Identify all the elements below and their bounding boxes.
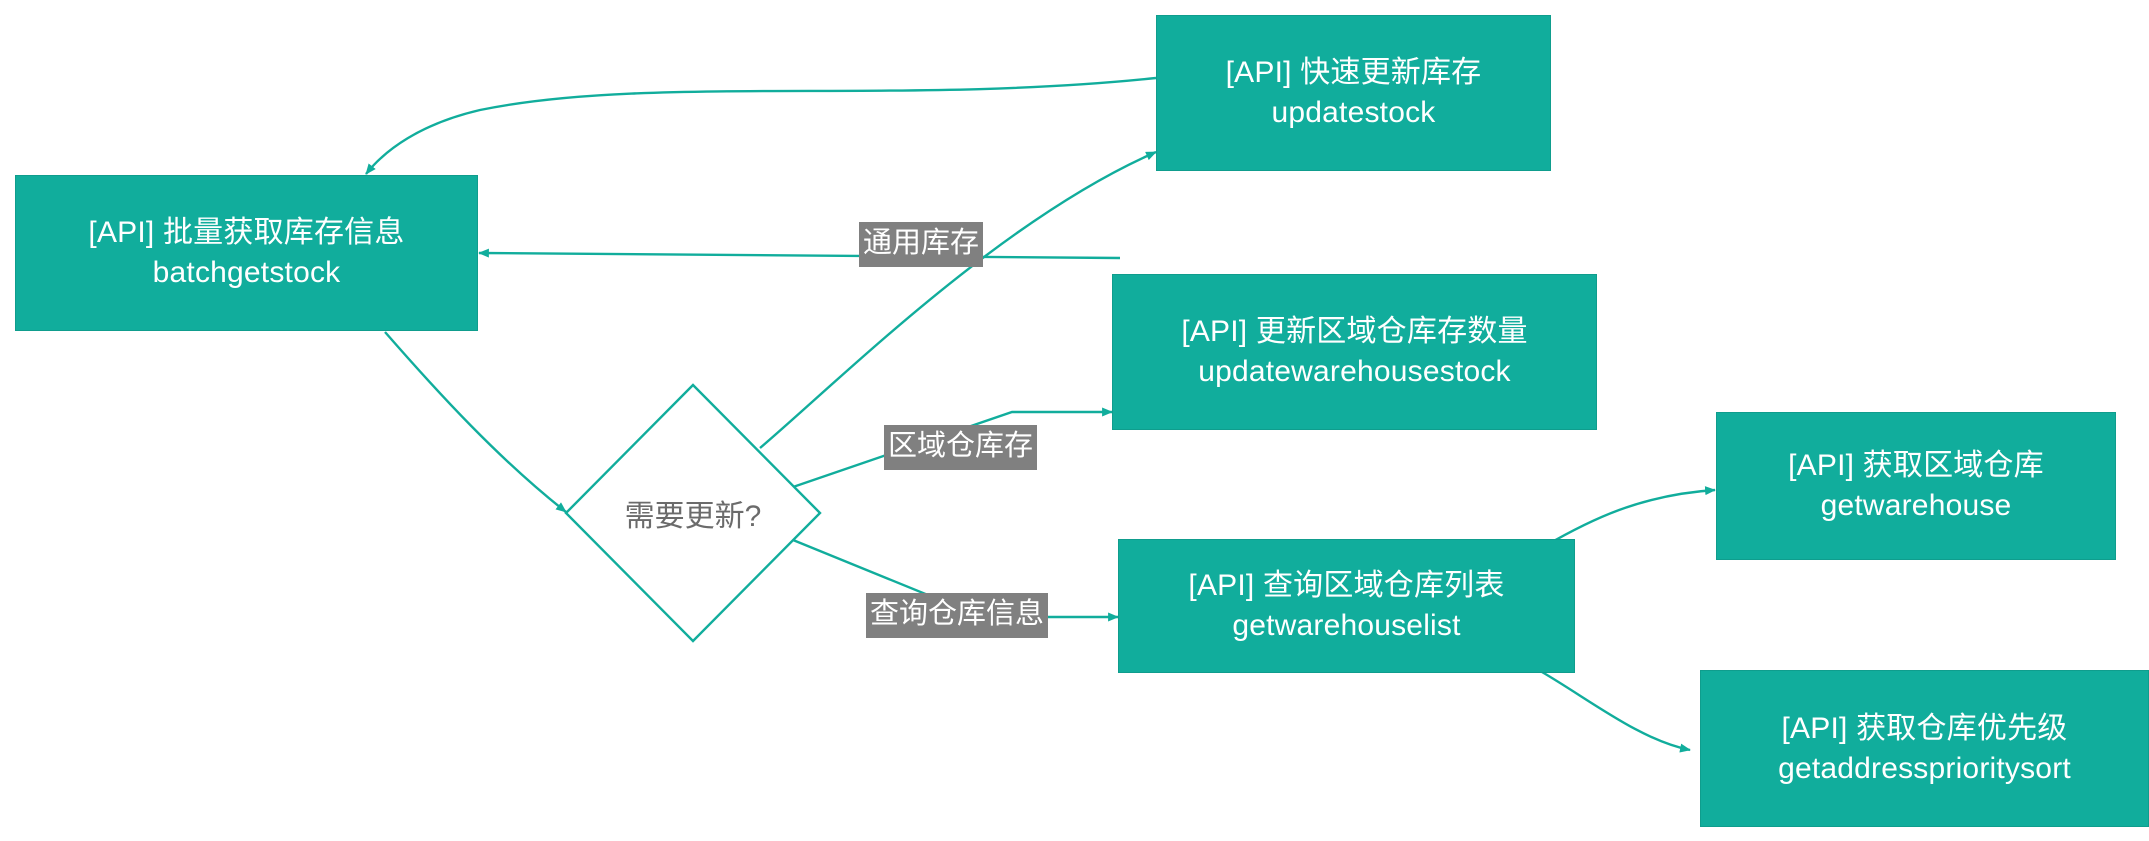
node-decision[interactable]: 需要更新? bbox=[566, 385, 820, 641]
node-getwarehouse[interactable]: [API] 获取区域仓库 getwarehouse bbox=[1716, 412, 2116, 560]
node-updatestock[interactable]: [API] 快速更新库存 updatestock bbox=[1156, 15, 1551, 171]
edge-batchgetstock-to-decision bbox=[384, 331, 567, 513]
node-title: [API] 快速更新库存 bbox=[1225, 56, 1482, 90]
node-api: getwarehouselist bbox=[1232, 609, 1461, 642]
node-batchgetstock[interactable]: [API] 批量获取库存信息 batchgetstock bbox=[15, 175, 478, 331]
node-api: getwarehouse bbox=[1820, 489, 2012, 522]
node-getwarehouselist[interactable]: [API] 查询区域仓库列表 getwarehouselist bbox=[1118, 539, 1575, 673]
decision-diamond-outline[interactable] bbox=[564, 383, 822, 643]
edge-decision-to-updatestock bbox=[759, 150, 1157, 449]
edge-label-query-warehouse-info: 查询仓库信息 bbox=[866, 593, 1049, 638]
node-title: [API] 查询区域仓库列表 bbox=[1188, 569, 1505, 603]
node-api: getaddressprioritysort bbox=[1778, 751, 2071, 785]
node-title: [API] 获取区域仓库 bbox=[1788, 449, 2044, 483]
edge-decision-to-batchgetstock bbox=[478, 248, 1121, 260]
node-api: updatewarehousestock bbox=[1198, 355, 1511, 388]
edge-label-general-stock: 通用库存 bbox=[859, 222, 984, 267]
node-api: batchgetstock bbox=[152, 256, 341, 289]
decision-label: 需要更新? bbox=[624, 500, 762, 533]
node-api: updatestock bbox=[1271, 96, 1436, 129]
edge-getwarehouselist-to-getwarehouse bbox=[1544, 486, 1716, 548]
node-title: [API] 获取仓库优先级 bbox=[1781, 711, 2068, 745]
edge-label-regional-warehouse-stock: 区域仓库存 bbox=[884, 425, 1038, 470]
edge-decision-to-updatewarehousestock bbox=[792, 407, 1113, 489]
edge-getwarehouselist-to-getaddressprioritysort bbox=[1541, 670, 1691, 753]
node-updatewarehousestock[interactable]: [API] 更新区域仓库存数量 updatewarehousestock bbox=[1112, 274, 1597, 430]
node-title: [API] 更新区域仓库存数量 bbox=[1181, 315, 1528, 349]
edge-updatestock-to-batchgetstock bbox=[365, 76, 1157, 175]
node-getaddressprioritysort[interactable]: [API] 获取仓库优先级 getaddressprioritysort bbox=[1700, 670, 2149, 827]
node-title: [API] 批量获取库存信息 bbox=[88, 216, 405, 250]
